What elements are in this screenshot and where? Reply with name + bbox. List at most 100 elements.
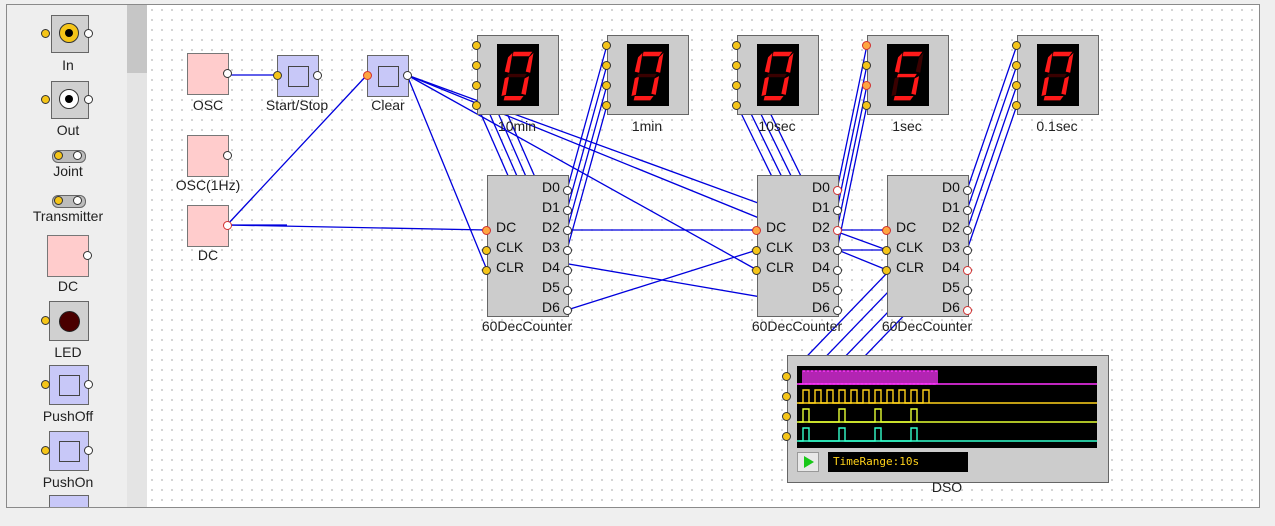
dc-component[interactable]	[187, 205, 229, 247]
out-pin	[73, 196, 82, 205]
counter-output-pin[interactable]	[563, 206, 572, 215]
display-in-pin[interactable]	[1012, 81, 1021, 90]
counter-output-pin[interactable]	[833, 206, 842, 215]
counter-output-pin[interactable]	[563, 186, 572, 195]
display-in-pin[interactable]	[602, 81, 611, 90]
dso-traces	[797, 370, 1097, 442]
counter-output-pin[interactable]	[563, 246, 572, 255]
counter-output-pin[interactable]	[833, 306, 842, 315]
osc-component[interactable]	[187, 53, 229, 95]
start-stop-in-pin[interactable]	[273, 71, 282, 80]
dso-in-pin-1[interactable]	[782, 372, 791, 381]
osc1hz-component[interactable]	[187, 135, 229, 177]
palette-scrollbar[interactable]	[127, 5, 147, 507]
counter-input-pin[interactable]	[482, 266, 491, 275]
counter-input-pin[interactable]	[882, 266, 891, 275]
counter-output-pin[interactable]	[963, 206, 972, 215]
start-stop-out-pin[interactable]	[313, 71, 322, 80]
palette-item-transmitter[interactable]: Transmitter	[7, 190, 127, 232]
osc-out-pin[interactable]	[223, 69, 232, 78]
display-in-pin[interactable]	[602, 61, 611, 70]
palette-item-joint[interactable]: Joint	[7, 145, 127, 185]
counter-output-pin[interactable]	[963, 186, 972, 195]
display-in-pin[interactable]	[732, 101, 741, 110]
segment-a	[642, 51, 663, 57]
clear-in-pin[interactable]	[363, 71, 372, 80]
clear-button[interactable]	[367, 55, 409, 97]
dso-oscilloscope[interactable]: TimeRange:10s	[787, 355, 1109, 483]
display-in-pin[interactable]	[472, 61, 481, 70]
counter-input-pin[interactable]	[752, 246, 761, 255]
counter-output-pin[interactable]	[833, 186, 842, 195]
counter-output-pin[interactable]	[963, 246, 972, 255]
seven-segment-display[interactable]	[737, 35, 819, 115]
display-in-pin[interactable]	[1012, 61, 1021, 70]
segment-b	[525, 52, 534, 73]
display-in-pin[interactable]	[862, 61, 871, 70]
display-in-pin[interactable]	[472, 81, 481, 90]
display-in-pin[interactable]	[602, 41, 611, 50]
display-in-pin[interactable]	[602, 101, 611, 110]
dso-in-pin-2[interactable]	[782, 392, 791, 401]
display-in-pin[interactable]	[862, 41, 871, 50]
display-in-pin[interactable]	[1012, 41, 1021, 50]
seven-segment-display[interactable]	[1017, 35, 1099, 115]
palette-item-out[interactable]: Out	[7, 77, 127, 141]
osc-label: OSC	[192, 97, 224, 113]
display-in-pin[interactable]	[732, 61, 741, 70]
counter-output-label: D6	[942, 299, 960, 315]
counter-input-pin[interactable]	[752, 226, 761, 235]
counter-output-pin[interactable]	[963, 266, 972, 275]
palette-item-pushoff[interactable]: PushOff	[7, 361, 127, 427]
counter-input-label: CLR	[496, 259, 525, 275]
counter-input-pin[interactable]	[882, 246, 891, 255]
counter-output-pin[interactable]	[833, 246, 842, 255]
display-in-pin[interactable]	[862, 101, 871, 110]
segment-c	[651, 76, 660, 95]
palette-item-in[interactable]: In	[7, 5, 127, 77]
counter-output-pin[interactable]	[563, 306, 572, 315]
counter-input-pin[interactable]	[482, 246, 491, 255]
counter-output-pin[interactable]	[833, 226, 842, 235]
segment-g	[506, 73, 527, 78]
counter-output-pin[interactable]	[563, 226, 572, 235]
palette-item-next[interactable]	[49, 495, 89, 507]
display-screen	[757, 44, 799, 106]
seven-segment-display[interactable]	[607, 35, 689, 115]
display-in-pin[interactable]	[732, 81, 741, 90]
counter-input-pin[interactable]	[882, 226, 891, 235]
dso-label: DSO	[931, 479, 963, 495]
counter-output-pin[interactable]	[963, 306, 972, 315]
display-in-pin[interactable]	[732, 41, 741, 50]
segment-e	[501, 76, 510, 96]
display-in-pin[interactable]	[1012, 101, 1021, 110]
dso-play-button[interactable]	[797, 452, 819, 472]
counter-output-pin[interactable]	[563, 266, 572, 275]
seven-segment-display[interactable]	[477, 35, 559, 115]
dec-counter[interactable]	[487, 175, 569, 317]
dso-time-range[interactable]: TimeRange:10s	[828, 452, 968, 472]
counter-output-pin[interactable]	[563, 286, 572, 295]
clear-out-pin[interactable]	[403, 71, 412, 80]
counter-output-pin[interactable]	[963, 286, 972, 295]
counter-output-pin[interactable]	[833, 266, 842, 275]
palette-item-pushon[interactable]: PushOn	[7, 427, 127, 493]
counter-output-pin[interactable]	[833, 286, 842, 295]
palette-item-led[interactable]: LED	[7, 297, 127, 361]
display-in-pin[interactable]	[862, 81, 871, 90]
dso-in-pin-4[interactable]	[782, 432, 791, 441]
palette-scrollbar-thumb[interactable]	[127, 5, 147, 73]
counter-input-pin[interactable]	[752, 266, 761, 275]
counter-input-pin[interactable]	[482, 226, 491, 235]
counter-output-pin[interactable]	[963, 226, 972, 235]
osc1hz-out-pin[interactable]	[223, 151, 232, 160]
seven-segment-display[interactable]	[867, 35, 949, 115]
display-in-pin[interactable]	[472, 41, 481, 50]
display-in-pin[interactable]	[472, 101, 481, 110]
palette-item-dc[interactable]: DC	[7, 233, 127, 297]
dc-out-pin[interactable]	[223, 221, 232, 230]
out-pin	[84, 446, 93, 455]
dso-in-pin-3[interactable]	[782, 412, 791, 421]
in-pin	[41, 95, 50, 104]
